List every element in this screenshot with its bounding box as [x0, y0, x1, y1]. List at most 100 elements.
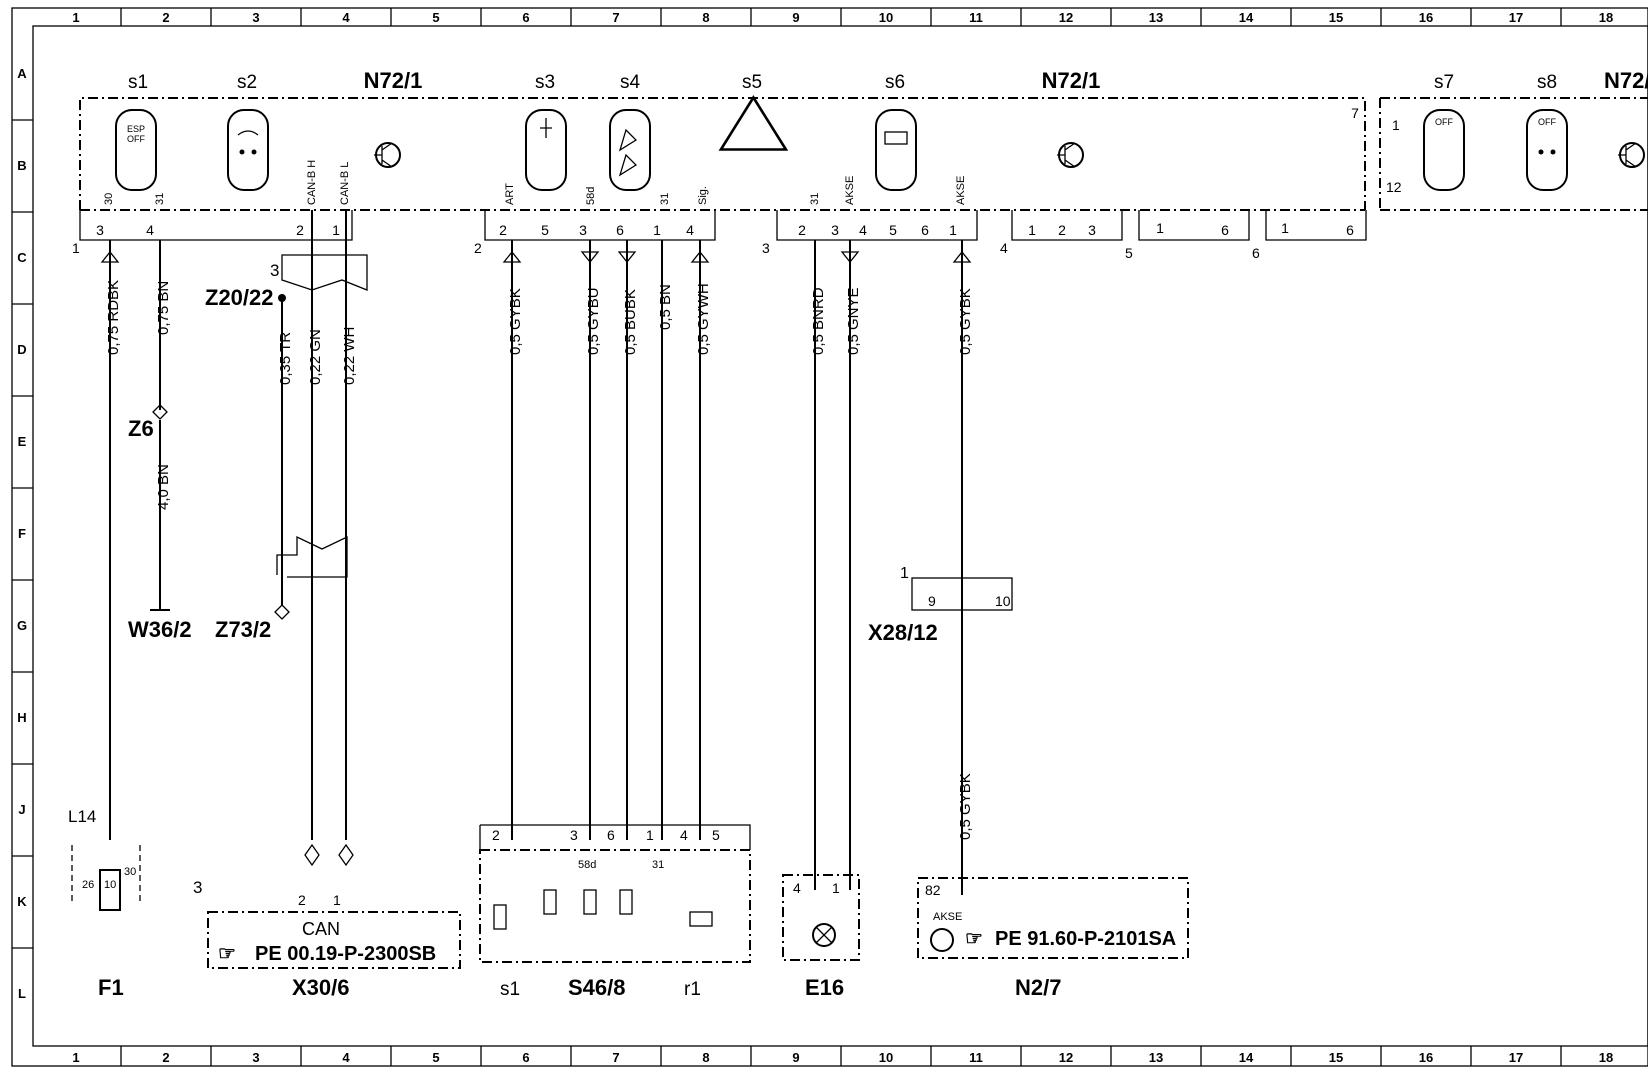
svg-text:4: 4 [686, 222, 694, 238]
svg-text:G: G [17, 618, 27, 633]
svg-text:13: 13 [1149, 10, 1163, 25]
svg-text:2: 2 [474, 240, 482, 256]
svg-text:18: 18 [1599, 1050, 1613, 1065]
connector-x30-6: 3 2 1 CAN ☞ PE 00.19-P-2300SB X30/6 [193, 843, 461, 1000]
svg-text:17: 17 [1509, 10, 1523, 25]
svg-text:6: 6 [1252, 245, 1260, 261]
svg-text:31: 31 [659, 193, 671, 205]
svg-text:1: 1 [900, 565, 909, 582]
svg-text:S46/8: S46/8 [568, 975, 626, 1000]
lamp-icon [812, 923, 836, 947]
svg-text:1: 1 [653, 222, 661, 238]
svg-text:3: 3 [270, 261, 279, 280]
svg-text:31: 31 [154, 193, 166, 205]
connector-strips: 1 2 3 4 5 6 3 4 2 1 2 5 3 6 1 4 2 3 4 5 … [72, 210, 1367, 261]
svg-text:W36/2: W36/2 [128, 617, 192, 642]
svg-text:17: 17 [1509, 1050, 1523, 1065]
svg-text:8: 8 [702, 1050, 709, 1065]
svg-text:3: 3 [96, 222, 104, 238]
esp-off-icon [115, 109, 157, 191]
svg-text:5: 5 [432, 1050, 439, 1065]
svg-text:J: J [18, 802, 25, 817]
svg-text:6: 6 [616, 222, 624, 238]
svg-text:4: 4 [146, 222, 154, 238]
switch-s2-label: s2 [237, 72, 257, 93]
svg-text:5: 5 [889, 222, 897, 238]
svg-text:16: 16 [1419, 1050, 1433, 1065]
svg-text:12: 12 [1386, 179, 1402, 195]
svg-text:10: 10 [879, 10, 893, 25]
svg-text:CAN-B H: CAN-B H [306, 160, 318, 205]
svg-text:D: D [17, 342, 26, 357]
module-n72-1: N72/1 N72/1 N72/ s1 s2 s3 s4 s5 s6 s7 s8… [79, 68, 1648, 211]
svg-text:5: 5 [1125, 245, 1133, 261]
svg-text:C: C [17, 250, 27, 265]
svg-text:2: 2 [162, 1050, 169, 1065]
svg-text:0,5 GYBK: 0,5 GYBK [957, 773, 974, 840]
svg-text:14: 14 [1239, 1050, 1254, 1065]
switch-s5-label: s5 [742, 72, 762, 93]
svg-text:CAN: CAN [302, 919, 340, 939]
svg-text:1: 1 [72, 240, 80, 256]
svg-text:16: 16 [1419, 10, 1433, 25]
svg-text:1: 1 [1281, 220, 1289, 236]
svg-text:4: 4 [342, 10, 350, 25]
hazard-icon [718, 95, 789, 151]
svg-text:2: 2 [296, 222, 304, 238]
switch-s7-label: s7 [1434, 72, 1454, 93]
svg-text:4: 4 [680, 827, 688, 843]
svg-text:B: B [17, 158, 26, 173]
svg-text:L: L [18, 986, 26, 1001]
svg-text:11: 11 [969, 1050, 983, 1065]
connector-x28-12: 1 9 10 X28/12 [868, 565, 1013, 645]
module-label-cut: N72/ [1604, 68, 1648, 93]
switch-s8-label: s8 [1537, 72, 1557, 93]
ref-hand-icon: ☞ [965, 928, 983, 950]
svg-text:0,5 GNYE: 0,5 GNYE [845, 287, 862, 355]
svg-text:2: 2 [492, 827, 500, 843]
svg-text:1: 1 [332, 222, 340, 238]
svg-text:8: 8 [702, 10, 709, 25]
svg-text:6: 6 [1346, 222, 1354, 238]
door-icon [875, 109, 917, 191]
svg-text:2: 2 [798, 222, 806, 238]
svg-text:18: 18 [1599, 10, 1613, 25]
svg-text:AKSE: AKSE [844, 176, 856, 205]
switch-s3-label: s3 [535, 72, 555, 93]
svg-text:ART: ART [504, 183, 516, 205]
svg-text:4: 4 [1000, 240, 1008, 256]
svg-text:1: 1 [72, 10, 79, 25]
transistor-icon [374, 142, 401, 168]
svg-text:6: 6 [522, 1050, 529, 1065]
svg-text:F: F [18, 526, 26, 541]
svg-text:1: 1 [832, 880, 840, 896]
svg-text:58d: 58d [585, 187, 597, 205]
transistor-icon [930, 928, 954, 952]
splice-z20-22: 3 Z20/22 [205, 254, 368, 310]
svg-text:10: 10 [104, 879, 116, 891]
lamp-e16: 4 1 E16 [782, 874, 860, 1000]
row-letters: A B C D E F G H J K L [17, 66, 27, 1001]
svg-text:9: 9 [928, 593, 936, 609]
ground-w36-2: W36/2 [128, 609, 192, 642]
svg-text:3: 3 [252, 10, 259, 25]
svg-text:58d: 58d [578, 859, 596, 871]
svg-text:15: 15 [1329, 10, 1343, 25]
svg-text:X30/6: X30/6 [292, 975, 350, 1000]
svg-text:4: 4 [859, 222, 867, 238]
svg-text:ESP: ESP [127, 124, 145, 134]
svg-text:15: 15 [1329, 1050, 1343, 1065]
svg-text:2: 2 [499, 222, 507, 238]
svg-text:1: 1 [72, 1050, 79, 1065]
svg-text:5: 5 [712, 827, 720, 843]
svg-text:3: 3 [762, 240, 770, 256]
svg-text:1: 1 [1156, 220, 1164, 236]
svg-text:5: 5 [541, 222, 549, 238]
svg-text:Z6: Z6 [128, 416, 154, 441]
svg-text:1: 1 [333, 892, 341, 908]
switch-s4-label: s4 [620, 72, 641, 93]
svg-text:4: 4 [793, 880, 801, 896]
switch-s7-icon [1423, 109, 1465, 191]
svg-text:X28/12: X28/12 [868, 620, 938, 645]
